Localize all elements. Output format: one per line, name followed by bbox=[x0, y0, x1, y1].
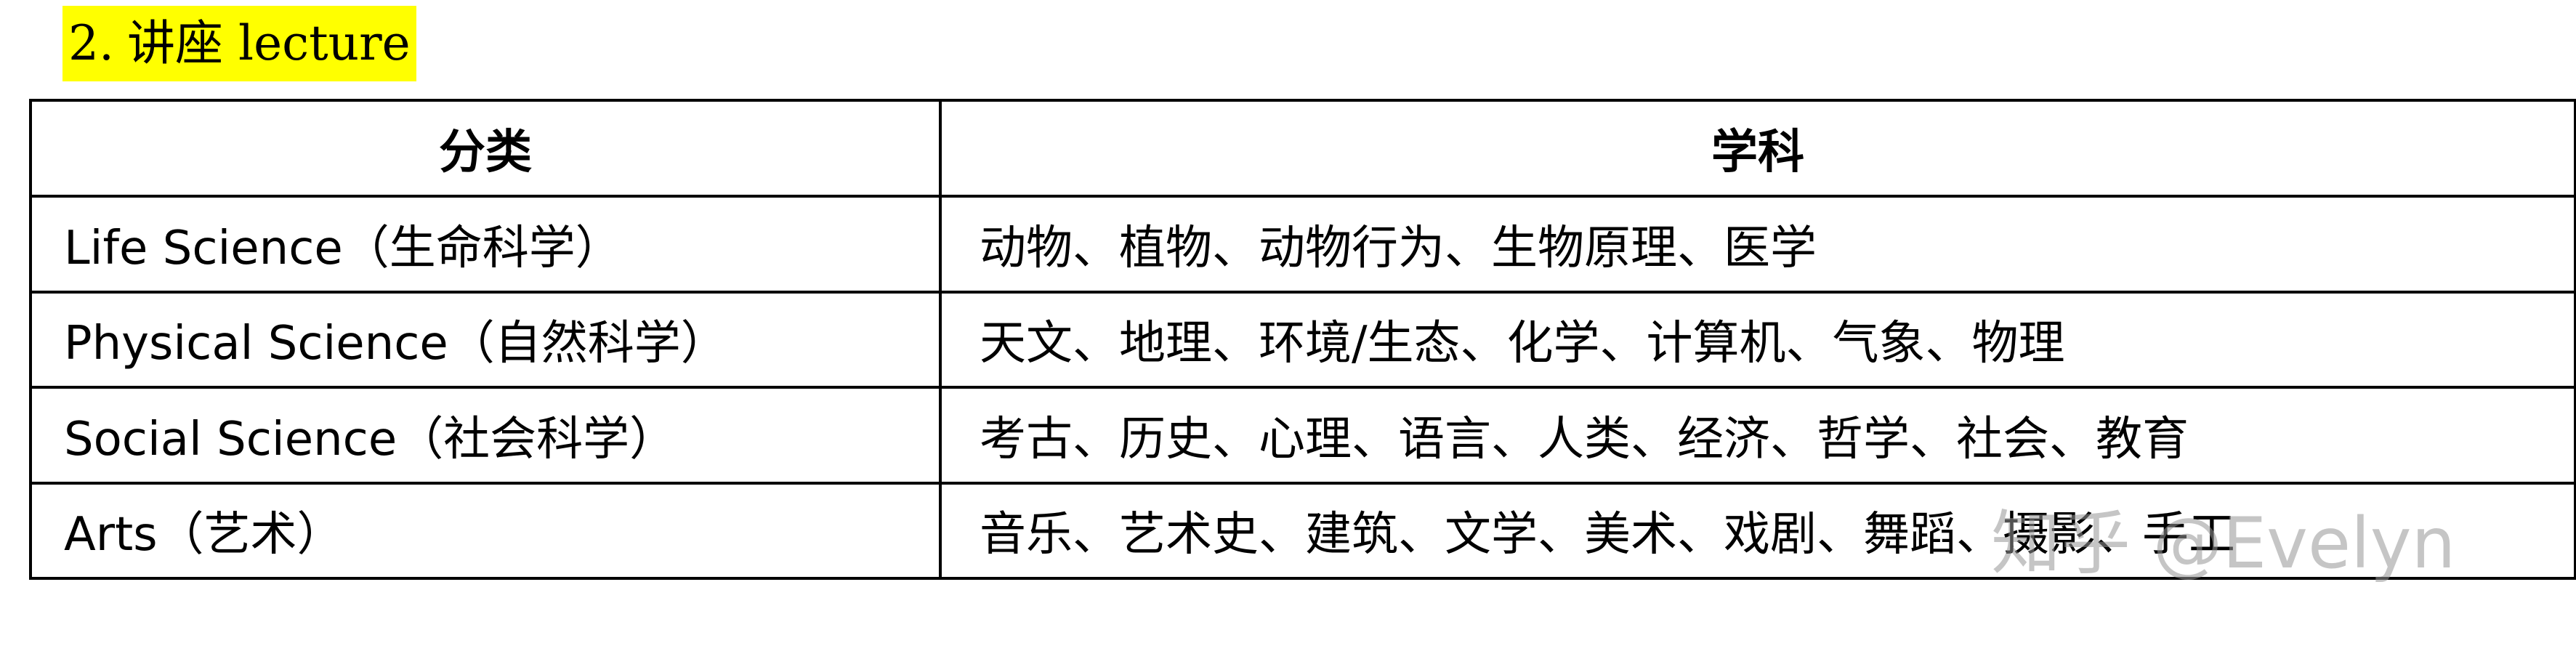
lecture-category-table: 分类 学科 Life Science（生命科学） 动物、植物、动物行为、生物原理… bbox=[29, 99, 2576, 580]
subject-cell: 音乐、艺术史、建筑、文学、美术、戏剧、舞蹈、摄影、手工 bbox=[939, 481, 2576, 580]
category-cell: Arts（艺术） bbox=[29, 481, 942, 580]
category-cell: Social Science（社会科学） bbox=[29, 386, 942, 485]
table-row: Arts（艺术） 音乐、艺术史、建筑、文学、美术、戏剧、舞蹈、摄影、手工 bbox=[29, 481, 2576, 580]
section-title: 讲座 lecture bbox=[126, 15, 411, 71]
subject-cell: 考古、历史、心理、语言、人类、经济、哲学、社会、教育 bbox=[939, 386, 2576, 485]
subject-cell: 天文、地理、环境/生态、化学、计算机、气象、物理 bbox=[939, 290, 2576, 389]
category-cell: Life Science（生命科学） bbox=[29, 195, 942, 294]
table-row: Physical Science（自然科学） 天文、地理、环境/生态、化学、计算… bbox=[29, 290, 2576, 389]
table-row: Social Science（社会科学） 考古、历史、心理、语言、人类、经济、哲… bbox=[29, 386, 2576, 485]
section-heading: 2.讲座 lecture bbox=[62, 6, 416, 81]
table-header-row: 分类 学科 bbox=[29, 99, 2576, 198]
table-row: Life Science（生命科学） 动物、植物、动物行为、生物原理、医学 bbox=[29, 195, 2576, 294]
section-number: 2. bbox=[68, 15, 114, 71]
header-category: 分类 bbox=[29, 99, 942, 198]
category-cell: Physical Science（自然科学） bbox=[29, 290, 942, 389]
subject-cell: 动物、植物、动物行为、生物原理、医学 bbox=[939, 195, 2576, 294]
header-subject: 学科 bbox=[939, 99, 2576, 198]
